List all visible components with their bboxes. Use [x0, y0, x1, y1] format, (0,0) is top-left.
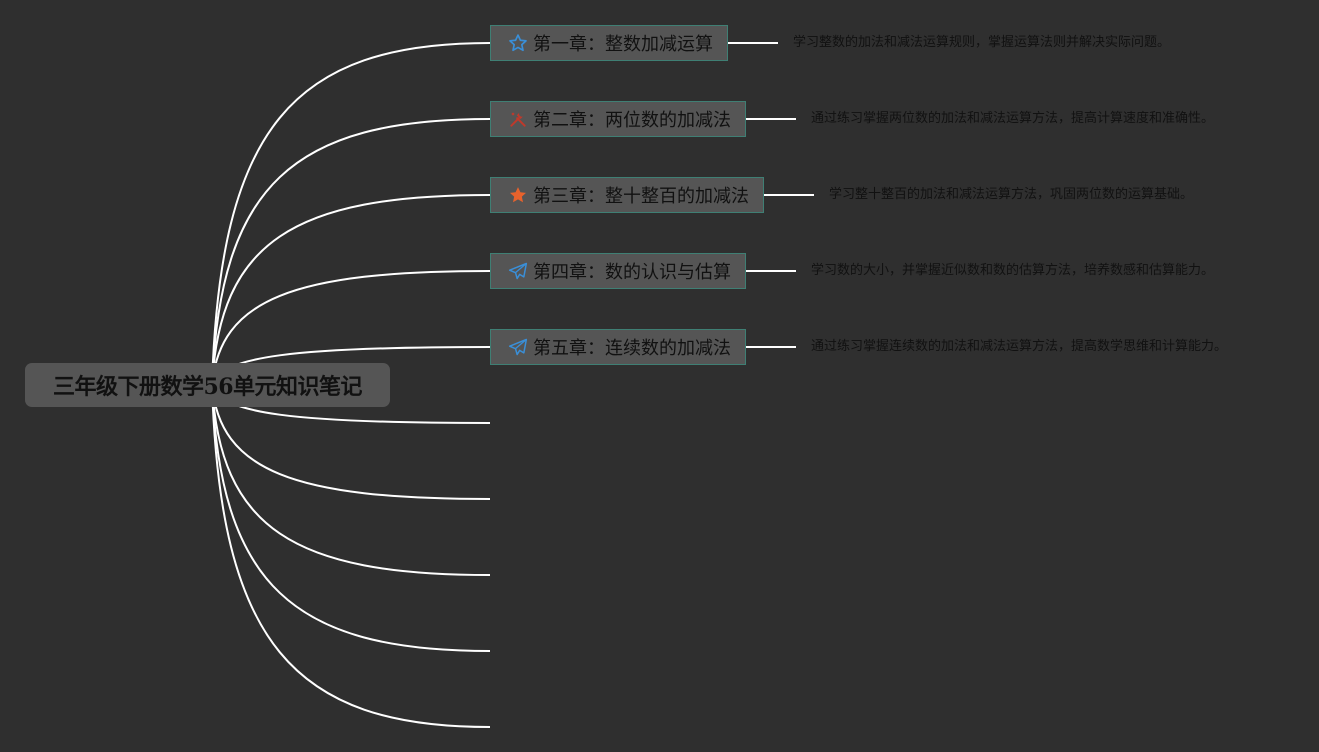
branch-connector [211, 42, 491, 386]
paper-plane-icon [507, 336, 529, 358]
root-topic[interactable]: 三年级下册数学56单元知识笔记 [25, 363, 390, 407]
branch-connector [211, 384, 491, 728]
chapter-label: 第四章：数的认识与估算 [533, 262, 731, 283]
chapter-note: 学习整十整百的加法和减法运算方法，巩固两位数的运算基础。 [829, 187, 1194, 202]
branch-connector [211, 384, 491, 500]
branch-connector [211, 270, 491, 386]
branch-connector [211, 384, 491, 576]
chapter-note: 学习数的大小，并掌握近似数和数的估算方法，培养数感和估算能力。 [811, 263, 1215, 278]
chapter-node[interactable]: 第二章：两位数的加减法 [490, 101, 746, 137]
chapter-label: 第三章：整十整百的加减法 [533, 186, 749, 207]
star-outline-icon [507, 32, 529, 54]
chapter-node[interactable]: 第四章：数的认识与估算 [490, 253, 746, 289]
paper-plane-icon [507, 260, 529, 282]
chapter-node[interactable]: 第三章：整十整百的加减法 [490, 177, 764, 213]
chapter-note: 通过练习掌握两位数的加法和减法运算方法，提高计算速度和准确性。 [811, 111, 1215, 126]
star-filled-icon [507, 184, 529, 206]
branch-connector [211, 194, 491, 386]
chapter-label: 第二章：两位数的加减法 [533, 110, 731, 131]
chapter-note: 学习整数的加法和减法运算规则，掌握运算法则并解决实际问题。 [793, 35, 1171, 50]
branch-connector [211, 384, 491, 652]
chapter-label: 第一章：整数加减运算 [533, 34, 713, 55]
chapter-label: 第五章：连续数的加减法 [533, 338, 731, 359]
root-topic-label: 三年级下册数学56单元知识笔记 [52, 374, 363, 400]
chapter-note: 通过练习掌握连续数的加法和减法运算方法，提高数学思维和计算能力。 [811, 339, 1228, 354]
tools-icon [507, 108, 529, 130]
branch-connector [211, 118, 491, 386]
chapter-node[interactable]: 第五章：连续数的加减法 [490, 329, 746, 365]
chapter-node[interactable]: 第一章：整数加减运算 [490, 25, 728, 61]
